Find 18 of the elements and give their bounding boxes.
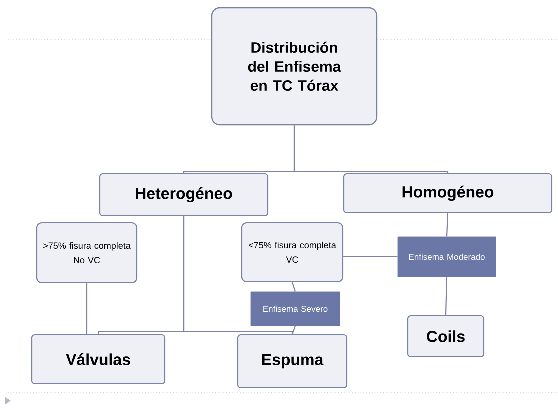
connector-line <box>292 326 296 335</box>
connector-line <box>86 284 88 334</box>
condition-box: >75% fisura completa No VC <box>36 222 138 284</box>
connector-line <box>183 216 294 334</box>
process-box: Homogéneo <box>343 173 553 214</box>
connector-line <box>344 256 398 258</box>
process-box: Coils <box>407 315 485 358</box>
connector-line <box>294 126 449 174</box>
category-box: Enfisema Severo <box>250 292 340 326</box>
condition-box: <75% fisura completa VC <box>241 222 344 283</box>
process-box: Heterogéneo <box>99 173 269 217</box>
connector-line <box>292 282 296 292</box>
connector-line <box>446 214 449 237</box>
connector-line <box>445 277 448 316</box>
process-box: Distribución del Enfisema en TC Tórax <box>211 7 378 126</box>
process-box: Espuma <box>237 334 348 389</box>
process-box: Válvulas <box>31 334 166 385</box>
category-box: Enfisema Moderado <box>398 236 496 278</box>
